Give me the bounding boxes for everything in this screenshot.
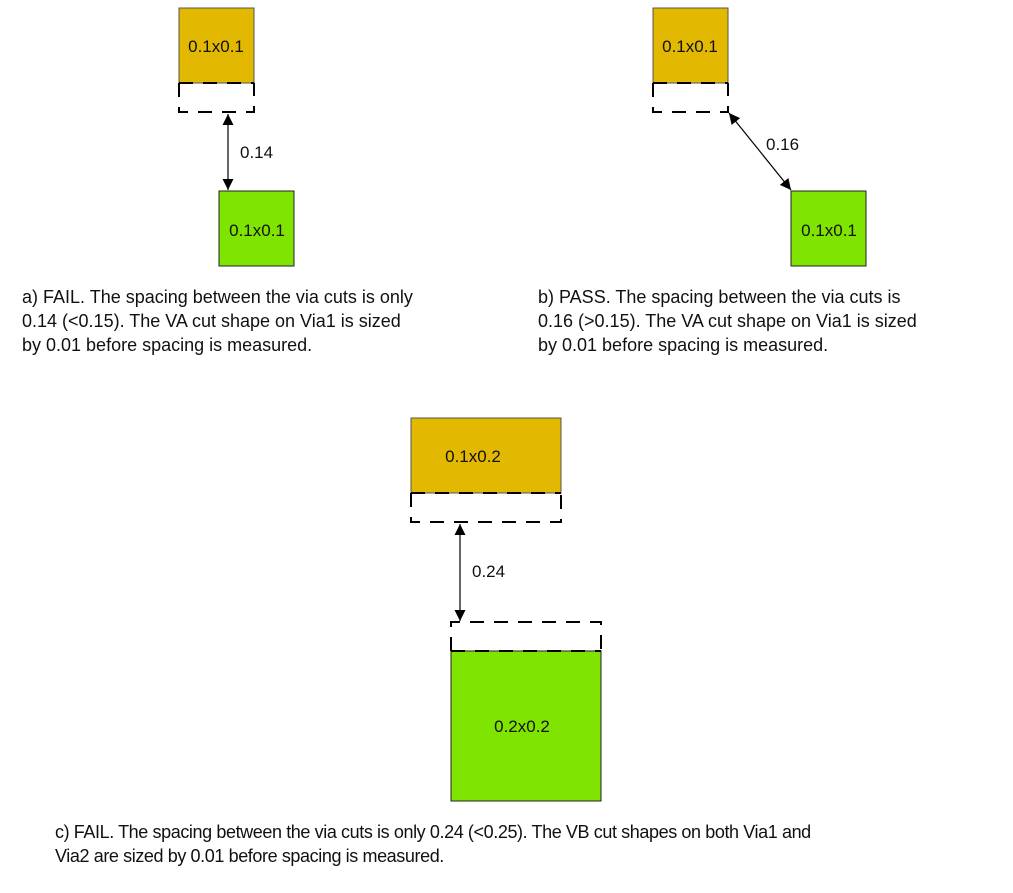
caption-line: c) FAIL. The spacing between the via cut…: [55, 822, 811, 842]
caption-line: by 0.01 before spacing is measured.: [22, 335, 313, 355]
sized-outline-dashed: [178, 83, 255, 113]
via2-cut-shape: [790, 190, 867, 267]
caption-c: c) FAIL. The spacing between the via cut…: [55, 820, 811, 868]
caption-b: b) PASS. The spacing between the via cut…: [538, 285, 917, 357]
via2-size-label: 0.2x0.2: [494, 717, 550, 736]
panel-c: 0.1x0.2 0.24 0.2x0.2: [410, 417, 602, 802]
spacing-label: 0.16: [766, 135, 799, 154]
via1-size-label: 0.1x0.1: [662, 37, 718, 56]
via2-size-label: 0.1x0.1: [229, 221, 285, 240]
panel-b: 0.1x0.1 0.16 0.1x0.1: [652, 7, 867, 267]
via1-cut-shape: [410, 417, 562, 494]
caption-line: a) FAIL. The spacing between the via cut…: [22, 287, 413, 307]
sized-outline-dashed: [652, 83, 729, 113]
via1-size-label: 0.1x0.1: [188, 37, 244, 56]
via2-sized-outline-dashed: [450, 621, 602, 651]
caption-line: Via2 are sized by 0.01 before spacing is…: [55, 846, 444, 866]
caption-line: 0.14 (<0.15). The VA cut shape on Via1 i…: [22, 311, 401, 331]
spacing-label: 0.24: [472, 562, 505, 581]
via1-sized-outline-dashed: [410, 493, 562, 523]
via2-cut-shape: [218, 190, 295, 267]
spacing-label: 0.14: [240, 143, 273, 162]
panel-a: 0.1x0.1 0.14 0.1x0.1: [178, 7, 295, 267]
caption-line: b) PASS. The spacing between the via cut…: [538, 287, 901, 307]
via2-size-label: 0.1x0.1: [801, 221, 857, 240]
via1-size-label: 0.1x0.2: [445, 447, 501, 466]
spacing-arrow: [728, 112, 792, 191]
caption-line: by 0.01 before spacing is measured.: [538, 335, 829, 355]
caption-a: a) FAIL. The spacing between the via cut…: [22, 285, 413, 357]
caption-line: 0.16 (>0.15). The VA cut shape on Via1 i…: [538, 311, 917, 331]
via2-cut-shape: [450, 650, 602, 802]
via1-cut-shape: [178, 7, 255, 84]
via1-cut-shape: [652, 7, 729, 84]
